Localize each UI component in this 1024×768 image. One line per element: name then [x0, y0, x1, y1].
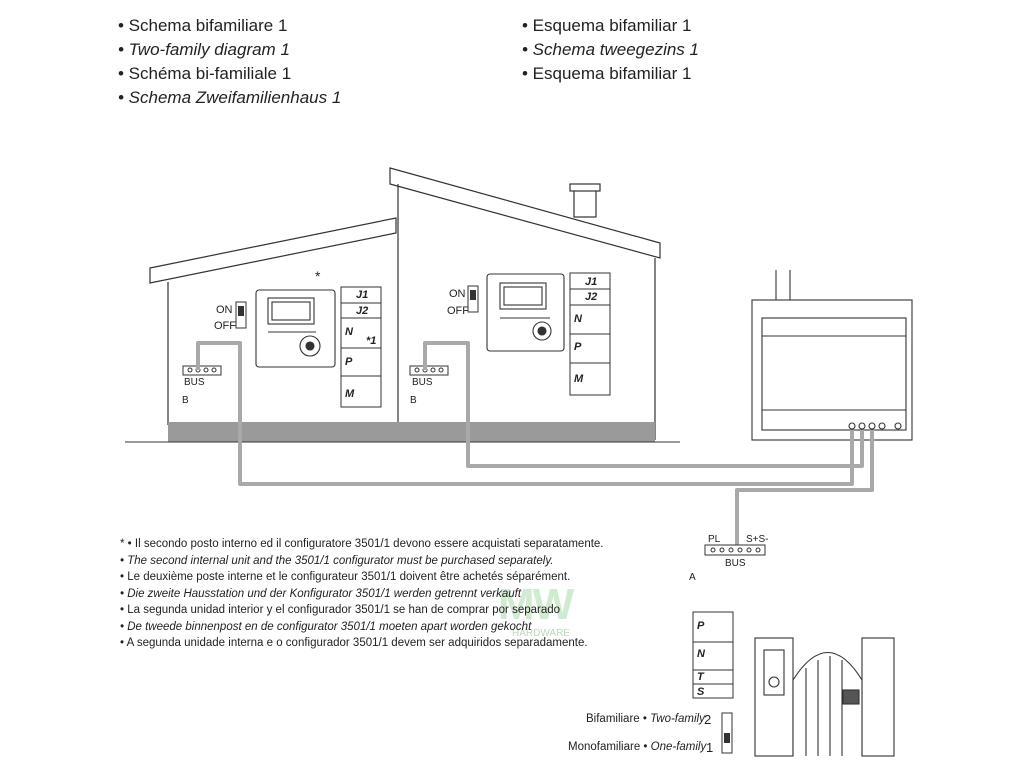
right-b-label: B: [410, 395, 417, 406]
title-line: • Schema Zweifamilienhaus 1: [118, 88, 342, 107]
left-star1-label: *1: [366, 335, 377, 347]
footnote-line: • A segunda unidade interna e o configur…: [120, 637, 588, 649]
left-video-monitor: [255, 289, 336, 368]
outdoor-bus-label: BUS: [725, 558, 746, 569]
footnote-line: • Die zweite Hausstation und der Konfigu…: [120, 587, 522, 600]
left-configurator-panel: [340, 286, 382, 408]
gate-with-door-entry: [754, 637, 895, 757]
outdoor-bus-terminal: [704, 544, 766, 556]
footnote-line: • The second internal unit and the 3501/…: [120, 554, 554, 567]
right-bus-terminal: [409, 365, 449, 376]
a-label: A: [689, 572, 696, 583]
two-family-option: Bifamiliare • Two-family: [586, 713, 705, 725]
right-p-label: P: [574, 341, 582, 353]
title-line: • Schéma bi-familiale 1: [118, 64, 292, 83]
outdoor-configurator-panel: [692, 611, 734, 699]
outdoor-t-label: T: [697, 671, 704, 683]
left-p-label: P: [345, 356, 353, 368]
left-off-label: OFF: [214, 320, 236, 332]
left-j1-label: J1: [356, 289, 369, 301]
title-line: • Esquema bifamiliar 1: [522, 16, 692, 35]
right-off-label: OFF: [447, 305, 469, 317]
outdoor-n-label: N: [697, 648, 705, 660]
footnotes: * • Il secondo posto interno ed il confi…: [120, 536, 604, 652]
option-2-label: 2: [704, 712, 712, 727]
footnote-line: • De tweede binnenpost en de configurato…: [120, 620, 532, 633]
right-video-monitor: [486, 273, 565, 352]
footnote-line: • Le deuxième poste interne et le config…: [120, 571, 571, 583]
watermark-text: HARDWARE: [512, 628, 570, 639]
left-bus-label: BUS: [184, 377, 205, 388]
left-bus-terminal: [182, 365, 222, 376]
title-line: • Esquema bifamiliar 1: [522, 64, 692, 83]
option-1-label: 1: [706, 740, 714, 755]
power-supply-module: [751, 270, 913, 441]
one-family-option: Monofamiliare • One-family: [568, 741, 707, 753]
right-j2-label: J2: [585, 291, 598, 303]
left-n-label: N: [345, 326, 353, 338]
outdoor-p-label: P: [697, 620, 705, 632]
left-house-roof: [149, 217, 397, 284]
asterisk-mark: *: [315, 268, 321, 284]
watermark-logo: MW: [498, 580, 574, 629]
right-on-label: ON: [449, 288, 466, 300]
titles-right: • Esquema bifamiliar 1 • Schema tweegezin…: [522, 14, 699, 86]
title-line: • Schema tweegezins 1: [522, 40, 699, 59]
ground-band: [168, 422, 655, 442]
title-line: • Schema bifamiliare 1: [118, 16, 288, 35]
right-house-roof: [389, 167, 661, 259]
footnote-line: * • Il secondo posto interno ed il confi…: [120, 538, 604, 550]
left-b-label: B: [182, 395, 189, 406]
right-j1-label: J1: [585, 276, 598, 288]
right-bus-label: BUS: [412, 377, 433, 388]
outdoor-s-label: S: [697, 686, 705, 698]
titles-left: • Schema bifamiliare 1 • Two-family diagr…: [118, 14, 341, 110]
right-m-label: M: [574, 373, 584, 385]
left-m-label: M: [345, 388, 355, 400]
title-line: • Two-family diagram 1: [118, 40, 290, 59]
left-j2-label: J2: [356, 305, 369, 317]
right-configurator-panel: [569, 272, 611, 396]
s-plus-minus-label: S+S-: [746, 534, 769, 545]
left-on-label: ON: [216, 304, 233, 316]
footnote-line: • La segunda unidad interior y el config…: [120, 604, 561, 616]
pl-label: PL: [708, 534, 721, 545]
right-n-label: N: [574, 313, 582, 325]
